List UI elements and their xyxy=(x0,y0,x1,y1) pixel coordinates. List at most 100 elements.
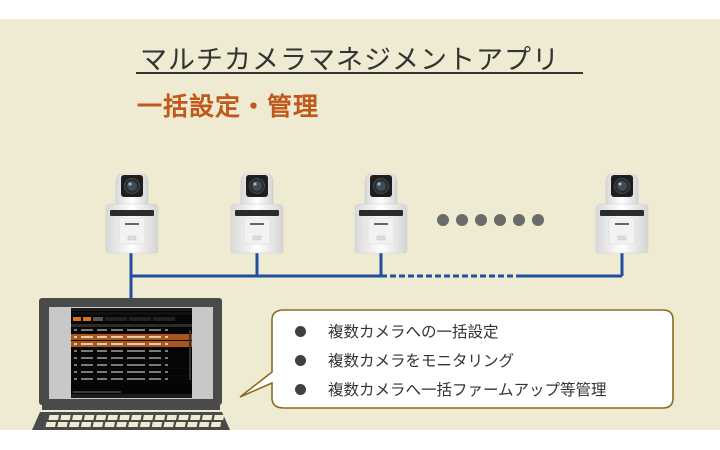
keyboard-key xyxy=(178,415,189,420)
app-toolbar xyxy=(71,317,192,322)
feature-text: 複数カメラをモニタリング xyxy=(328,351,515,370)
page-title: マルチカメラマネジメントアプリ xyxy=(140,45,560,76)
ellipsis-dot xyxy=(475,214,487,226)
app-toolbar-button xyxy=(83,317,91,321)
app-table-cell xyxy=(127,357,145,359)
feature-item: 複数カメラへ一括ファームアップ等管理 xyxy=(290,375,607,404)
bullet-icon xyxy=(295,326,306,337)
keyboard-key xyxy=(72,415,83,420)
feature-text: 複数カメラへの一括設定 xyxy=(328,322,499,341)
app-table-cell xyxy=(81,336,93,338)
app-table-row xyxy=(71,341,192,348)
feature-item: 複数カメラへの一括設定 xyxy=(290,317,607,346)
laptop-keyboard-base xyxy=(32,412,230,430)
app-table-cell xyxy=(127,378,145,380)
app-table-cell xyxy=(74,336,77,338)
ellipsis-dot xyxy=(437,214,449,226)
app-table-cell xyxy=(74,357,77,359)
keyboard-key xyxy=(163,422,174,427)
app-table-cell xyxy=(127,336,145,338)
app-table-cell xyxy=(81,329,93,331)
app-statusbar xyxy=(71,394,192,398)
keyboard-key xyxy=(190,415,201,420)
app-table-cell xyxy=(97,378,107,380)
keyboard-key xyxy=(119,415,130,420)
app-table-cell xyxy=(165,357,168,359)
feature-list: 複数カメラへの一括設定 複数カメラをモニタリング 複数カメラへ一括ファームアップ… xyxy=(290,317,607,404)
keyboard-key xyxy=(201,415,213,420)
keyboard-key xyxy=(92,422,104,427)
feature-text: 複数カメラへ一括ファームアップ等管理 xyxy=(328,380,607,399)
app-table-cell xyxy=(165,364,168,366)
app-table-cell xyxy=(111,350,123,352)
keyboard-key xyxy=(104,422,115,427)
app-table-cell xyxy=(149,378,161,380)
keyboard-key xyxy=(57,422,68,427)
keyboard-key xyxy=(128,422,139,427)
app-table-cell xyxy=(111,343,123,345)
app-table-cell xyxy=(111,336,123,338)
app-table-cell xyxy=(149,350,161,352)
keyboard-key xyxy=(95,415,107,420)
app-toolbar-field xyxy=(105,317,127,321)
keyboard-key xyxy=(187,422,198,427)
app-table-cell xyxy=(149,364,161,366)
app-toolbar-field xyxy=(129,317,151,321)
app-table-cell xyxy=(111,378,123,380)
app-table-cell xyxy=(165,329,168,331)
keyboard-key xyxy=(107,415,118,420)
app-table-cell xyxy=(97,357,107,359)
keyboard-key xyxy=(198,422,210,427)
bullet-icon xyxy=(295,384,306,395)
laptop-hinge xyxy=(42,405,220,410)
app-table-cell xyxy=(165,378,168,380)
app-titlebar xyxy=(71,308,192,311)
keyboard-key xyxy=(45,422,56,427)
app-table-cell xyxy=(81,343,93,345)
app-table-row xyxy=(71,362,192,369)
app-table-cell xyxy=(149,357,161,359)
app-table-cell xyxy=(127,350,145,352)
app-table-cell xyxy=(127,329,145,331)
keyboard-key xyxy=(116,422,127,427)
ellipsis-dot xyxy=(494,214,506,226)
ptz-camera-icon xyxy=(104,170,160,254)
app-table-cell xyxy=(97,371,107,373)
app-toolbar-button xyxy=(93,317,103,321)
app-table-row xyxy=(71,327,192,334)
ellipsis-dot xyxy=(532,214,544,226)
app-scrollbar-vertical xyxy=(189,330,191,380)
keyboard-key xyxy=(80,422,92,427)
app-scrollbar-horizontal xyxy=(73,391,121,393)
keyboard-key xyxy=(131,415,142,420)
keyboard-key xyxy=(83,415,95,420)
app-table-cell xyxy=(74,329,77,331)
app-table-cell xyxy=(165,336,168,338)
bubble-shape xyxy=(239,309,674,409)
app-table-header xyxy=(71,324,192,327)
app-table-row xyxy=(71,369,192,376)
app-table-cell xyxy=(165,371,168,373)
ptz-camera-icon xyxy=(229,170,285,254)
app-table-cell xyxy=(74,364,77,366)
app-table-cell xyxy=(97,364,107,366)
bullet-icon xyxy=(295,355,306,366)
ptz-camera-icon xyxy=(353,170,409,254)
feature-item: 複数カメラをモニタリング xyxy=(290,346,607,375)
keyboard-key xyxy=(154,415,166,420)
app-toolbar-button xyxy=(73,317,81,321)
app-table-cell xyxy=(97,336,107,338)
app-table-cell xyxy=(74,350,77,352)
app-table-cell xyxy=(149,329,161,331)
app-table-cell xyxy=(74,378,77,380)
app-table-cell xyxy=(149,371,161,373)
ptz-camera-icon xyxy=(594,170,650,254)
keyboard-key xyxy=(213,415,225,420)
ellipsis-dots xyxy=(437,214,544,226)
app-table-row xyxy=(71,355,192,362)
app-table-cell xyxy=(97,329,107,331)
app-screen-preview xyxy=(71,308,192,398)
app-table-cell xyxy=(111,364,123,366)
app-table-cell xyxy=(81,371,93,373)
